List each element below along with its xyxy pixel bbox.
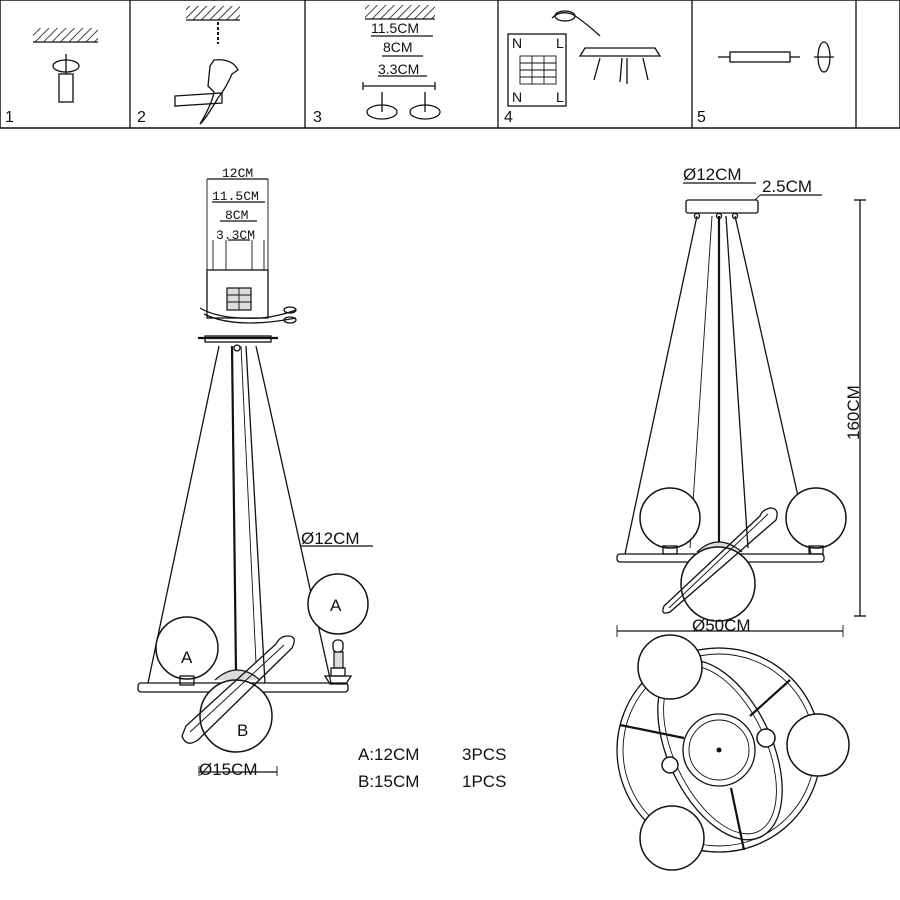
top-view-globe-1 — [637, 634, 703, 700]
left-dim-3-3: 3.3CM — [216, 228, 255, 243]
step4-l-bottom: L — [556, 89, 564, 105]
step3-mounting-plate: 11.5CM 8CM 3.3CM — [362, 5, 441, 120]
step3-dim-outer: 11.5CM — [371, 20, 419, 36]
left-orbit-arc — [181, 635, 295, 744]
top-view-globe-3 — [639, 805, 705, 871]
right-ring-dim: Ø50CM — [692, 616, 751, 635]
step-number-1: 1 — [5, 109, 14, 126]
part-b-qty: 1PCS — [462, 772, 506, 791]
left-globe-b — [199, 679, 273, 753]
part-a-code: A:12CM — [358, 745, 419, 764]
step-number-3: 3 — [313, 109, 322, 126]
step-number-4: 4 — [504, 109, 513, 126]
right-orbit-arc — [662, 507, 778, 614]
step-number-2: 2 — [137, 109, 146, 126]
left-globe-a-label: A — [181, 648, 193, 667]
right-canopy-height: 2.5CM — [762, 177, 812, 196]
left-dim-11-5: 11.5CM — [212, 189, 259, 204]
step1-ceiling-screw — [33, 28, 98, 103]
part-b-code: B:15CM — [358, 772, 419, 791]
right-canopy — [685, 199, 759, 214]
step4-wiring: N L N L — [507, 10, 662, 107]
top-view-canopy — [682, 713, 756, 787]
right-globe-right — [785, 487, 847, 549]
top-view-globe-2 — [786, 713, 850, 777]
right-height-dim: 160CM — [844, 385, 863, 440]
left-globe-a-dim: Ø12CM — [301, 529, 360, 548]
left-globe-a — [155, 616, 219, 680]
left-assembly-view: 12CM 11.5CM 8CM 3.3CM A — [137, 166, 373, 779]
parts-list: A:12CM 3PCS B:15CM 1PCS — [358, 745, 506, 791]
part-a-qty: 3PCS — [462, 745, 506, 764]
detached-globe-a — [307, 573, 369, 635]
right-globe-left — [639, 487, 701, 549]
right-canopy-dim: Ø12CM — [683, 165, 742, 184]
left-globe-b-label: B — [237, 721, 248, 740]
step4-n-bottom: N — [512, 89, 522, 105]
step2-hammer-icon — [174, 6, 240, 125]
detached-globe-a-label: A — [330, 596, 342, 615]
step3-dim-inner: 3.3CM — [378, 61, 419, 77]
left-dim-12: 12CM — [222, 166, 253, 181]
steps-strip: 1 2 3 4 5 11.5CM 8CM — [0, 0, 900, 129]
right-globe-b — [680, 546, 756, 622]
left-globe-b-dim: Ø15CM — [199, 760, 258, 779]
step3-dim-mid: 8CM — [383, 39, 413, 55]
right-side-view: Ø12CM 2.5CM 160CM Ø50 — [616, 165, 866, 637]
step4-l-top: L — [556, 35, 564, 51]
top-view — [616, 634, 850, 871]
step4-n-top: N — [512, 35, 522, 51]
step5-extension-tube — [718, 41, 834, 73]
step-number-5: 5 — [697, 109, 706, 126]
left-dim-8: 8CM — [225, 208, 248, 223]
